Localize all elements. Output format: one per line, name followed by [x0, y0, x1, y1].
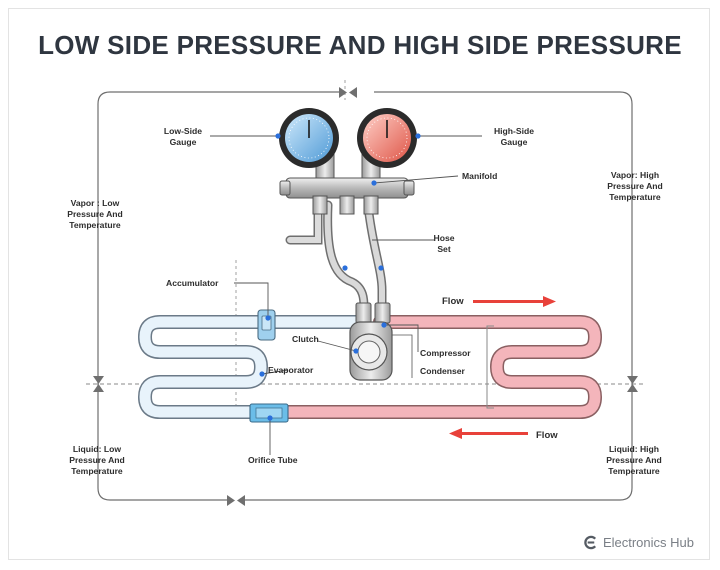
- accumulator-icon: [257, 309, 276, 341]
- hose-set-label: Hose Set: [433, 233, 455, 254]
- valve-icon: [93, 87, 638, 506]
- callout-lines: [210, 135, 482, 455]
- diagram-frame: [8, 8, 710, 560]
- liquid-high-label: Liquid: High Pressure And Temperature: [606, 444, 662, 476]
- diagram-title: LOW SIDE PRESSURE AND HIGH SIDE PRESSURE: [38, 30, 682, 60]
- compressor-label: Compressor: [420, 348, 471, 358]
- brand-name: Electronics Hub: [602, 535, 694, 550]
- compressor-fittings: [355, 302, 391, 324]
- compressor-icon: [349, 321, 393, 381]
- flow-label-top: Flow: [442, 296, 464, 307]
- condenser-label: Condenser: [420, 366, 465, 376]
- flow-label-bottom: Flow: [536, 430, 558, 441]
- liquid-low-label: Liquid: Low Pressure And Temperature: [69, 444, 125, 476]
- flow-arrow-top: [473, 296, 556, 307]
- evaporator-label: Evaporator: [268, 365, 314, 375]
- vapor-low-label: Vapor : Low Pressure And Temperature: [67, 198, 123, 230]
- electronics-hub-logo-icon: [584, 535, 596, 550]
- flow-arrow-bottom: [449, 428, 528, 439]
- high-side-gauge-icon: [357, 108, 417, 168]
- connector-dots: [259, 133, 421, 421]
- system-loop: [97, 91, 633, 501]
- brand-logo: Electronics Hub: [583, 535, 694, 550]
- accumulator-label: Accumulator: [166, 278, 219, 288]
- low-side-gauge-label: Low-Side Gauge: [163, 126, 203, 147]
- vapor-high-label: Vapor: High Pressure And Temperature: [607, 170, 663, 202]
- clutch-label: Clutch: [292, 334, 319, 344]
- evaporator-coil: [138, 315, 369, 419]
- orifice-tube-label: Orifice Tube: [248, 455, 298, 465]
- hose-set: [285, 200, 387, 313]
- orifice-tube-icon: [249, 403, 289, 423]
- low-side-gauge-icon: [279, 108, 339, 168]
- manifold-label: Manifold: [462, 171, 498, 181]
- high-side-gauge-label: High-Side Gauge: [493, 126, 535, 147]
